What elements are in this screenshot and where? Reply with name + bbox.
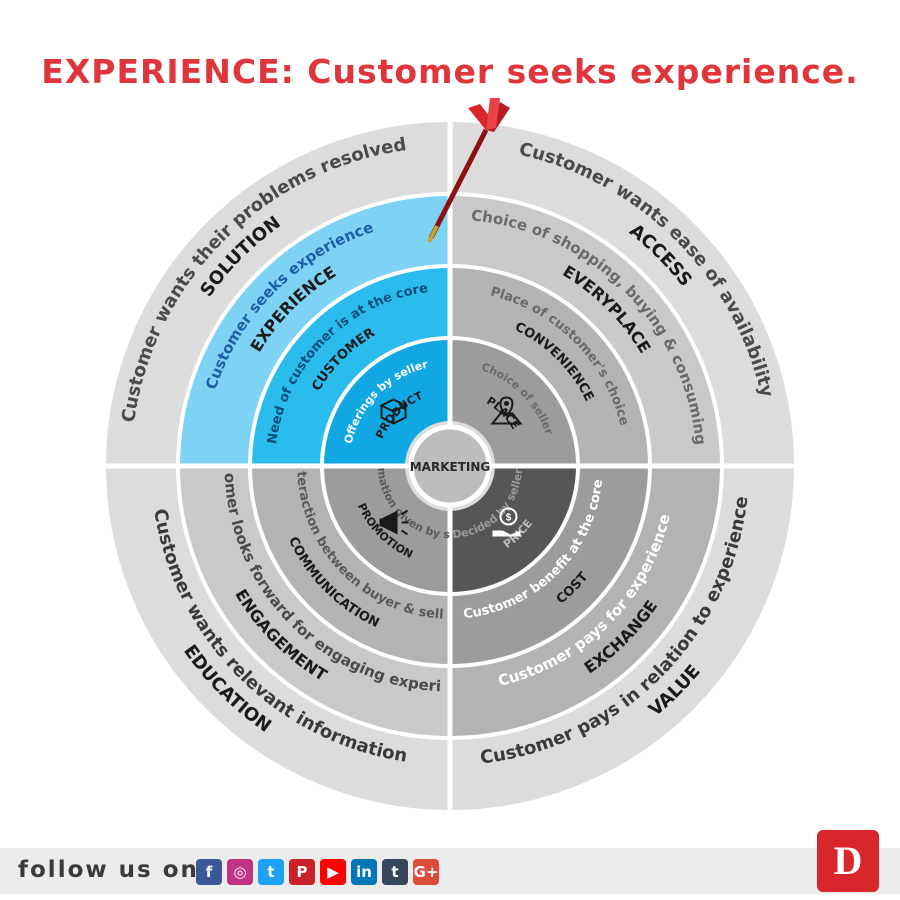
pinterest-icon[interactable]: P: [289, 859, 315, 885]
tumblr-icon[interactable]: t: [382, 859, 408, 885]
googleplus-icon[interactable]: G+: [413, 859, 439, 885]
sector-bottom-right-cost: [450, 466, 650, 666]
dart-icon: [427, 98, 510, 243]
sector-bottom-left-communication: [250, 466, 450, 666]
sector-bottom-left-promotion: [322, 466, 450, 594]
sector-bottom-left-engagement: [178, 466, 450, 738]
facebook-icon[interactable]: f: [196, 859, 222, 885]
box-icon: [379, 398, 408, 425]
sector-top-right-everyplace: [450, 194, 722, 466]
svg-text:$: $: [506, 512, 512, 523]
center-label: MARKETING: [410, 460, 491, 474]
follow-us-label: follow us on:: [18, 857, 211, 883]
twitter-icon[interactable]: t: [258, 859, 284, 885]
footer-bar: [0, 848, 900, 894]
sector-top-right-place: [450, 338, 578, 466]
youtube-icon[interactable]: ▶: [320, 859, 346, 885]
map-pin-icon: [490, 396, 523, 425]
sector-top-left-product: [322, 338, 450, 466]
center-circle: [408, 424, 492, 508]
instagram-icon[interactable]: ◎: [227, 859, 253, 885]
sector-top-right-convenience: [450, 266, 650, 466]
sector-bottom-right-exchange: [450, 466, 722, 738]
sector-top-left-customer: [250, 266, 450, 466]
sector-bottom-right-price: [450, 466, 578, 594]
megaphone-icon: [379, 509, 409, 536]
page-title: EXPERIENCE: Customer seeks experience.: [41, 52, 859, 91]
linkedin-icon[interactable]: in: [351, 859, 377, 885]
sector-top-left-experience: [178, 194, 450, 466]
money-hand-icon: $: [492, 507, 521, 537]
brand-logo[interactable]: D: [817, 830, 879, 892]
